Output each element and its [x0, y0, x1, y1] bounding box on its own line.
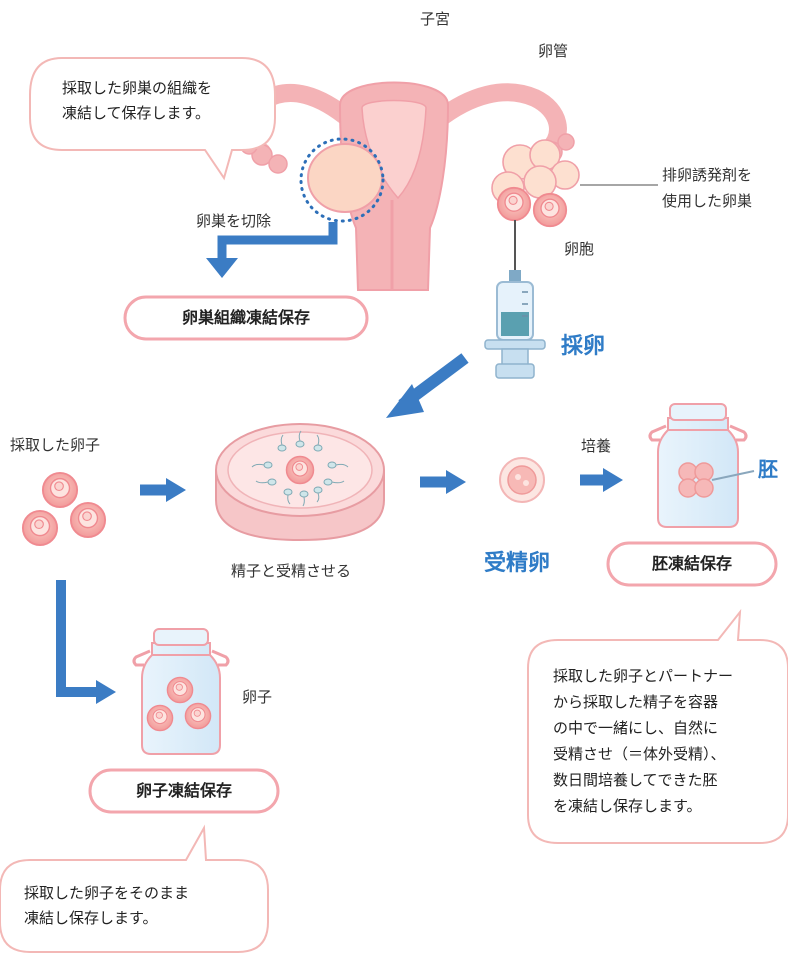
label-uterus: 子宮: [420, 10, 451, 28]
label-embryo: 胚: [758, 457, 778, 481]
label-egg-in-jar: 卵子: [242, 688, 273, 706]
note-embryo: 採取した卵子とパートナー から採取した精子を容器 の中で一緒にし、自然に 受精さ…: [553, 667, 734, 815]
speech-bubble-egg-freeze: [0, 824, 269, 953]
fertilized-egg-icon: [499, 457, 545, 503]
arrow-to-egg-freeze: [56, 580, 116, 704]
box-embryo-freeze: 胚凍結保存: [651, 554, 732, 573]
embryo-jar-icon: [648, 403, 755, 528]
label-fertilized-egg: 受精卵: [484, 551, 551, 576]
arrow-to-culture: [580, 468, 623, 492]
box-ovarian-tissue-freeze: 卵巣組織凍結保存: [181, 308, 310, 327]
pill-egg-freeze-frame: [88, 768, 280, 814]
petri-dish-icon: [215, 423, 385, 542]
arrow-dish-to-fertilized: [420, 470, 466, 494]
arrow-to-dish: [386, 353, 469, 418]
speech-bubble-ovarian-tissue: [29, 57, 276, 181]
stimulated-ovary: [491, 139, 580, 205]
label-culture: 培養: [581, 437, 612, 455]
speech-bubble-embryo: [527, 608, 788, 844]
note-ovarian-tissue: 採取した卵巣の組織を 凍結して保存します。: [62, 79, 213, 122]
arrow-to-ovarian-freeze: [217, 222, 338, 262]
label-retrieval: 採卵: [561, 334, 606, 359]
label-stimulated-ovary: 排卵誘発剤を 使用した卵巣: [662, 166, 753, 210]
pill-embryo-frame: [606, 541, 778, 587]
label-fallopian-tube: 卵管: [538, 42, 569, 60]
retrieved-eggs: [21, 471, 107, 547]
syringe-icon: [484, 220, 546, 379]
note-egg-freeze: 採取した卵子をそのまま 凍結し保存します。: [24, 884, 190, 927]
label-fertilize-with-sperm: 精子と受精させる: [231, 562, 352, 580]
label-retrieved-eggs: 採取した卵子: [10, 436, 101, 454]
label-follicle: 卵胞: [564, 240, 595, 258]
pill-ovarian-tissue-frame: [123, 295, 369, 341]
egg-jar-icon: [132, 628, 230, 755]
box-egg-freeze: 卵子凍結保存: [135, 781, 232, 800]
ovary-left: [299, 137, 385, 223]
label-ovary-removal: 卵巣を切除: [196, 212, 272, 230]
arrow-eggs-to-dish: [140, 478, 186, 502]
